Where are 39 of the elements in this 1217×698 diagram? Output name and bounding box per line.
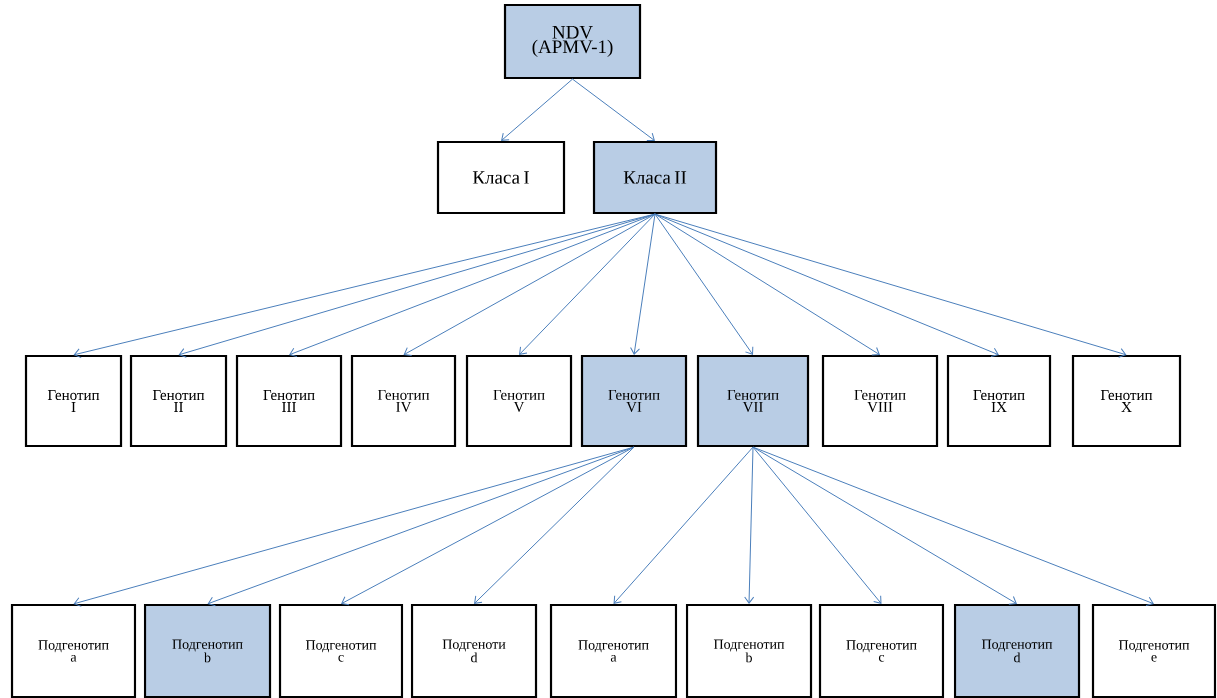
arrow — [613, 446, 754, 604]
arrow — [341, 446, 635, 606]
box: Подгенотип a — [10, 603, 137, 698]
box: Класа I — [436, 140, 566, 215]
highlighted-box: Подгенотип b — [143, 603, 272, 698]
arrow — [207, 446, 635, 607]
arrow — [572, 78, 655, 141]
arrow — [403, 213, 656, 356]
highlighted-box: Генотип VII — [696, 354, 810, 448]
box: Генотип IV — [350, 354, 457, 448]
highlighted-box: Подгенотип d — [953, 603, 1081, 698]
box: Генотип V — [465, 354, 573, 448]
box: Генотип IX — [946, 354, 1052, 448]
arrow — [501, 78, 573, 141]
arrow — [752, 446, 1017, 605]
box: Генотип II — [129, 354, 228, 448]
arrow — [752, 446, 882, 604]
arrow — [474, 446, 635, 604]
arrow — [744, 446, 755, 604]
box: Подгенотип b — [685, 603, 813, 698]
box: Генотип X — [1071, 354, 1182, 448]
highlighted-box: NDV (APMV-1) — [503, 3, 642, 80]
arrow — [289, 213, 656, 358]
box: Подгенотип a — [549, 603, 678, 698]
box: Подгенотип c — [818, 603, 945, 698]
box: Генотип III — [235, 354, 343, 448]
highlighted-box: Класа II — [592, 140, 718, 215]
arrow — [654, 213, 754, 355]
arrow — [654, 213, 1127, 358]
box: Генотип I — [24, 354, 123, 448]
box: Подгеноти d — [410, 603, 538, 698]
box: Генотип VIII — [821, 354, 939, 448]
box: Подгенотип c — [278, 603, 404, 698]
arrow — [752, 446, 1154, 607]
arrow — [654, 213, 880, 356]
arrow — [630, 213, 656, 355]
highlighted-box: Генотип VI — [580, 354, 688, 448]
box: Подгенотип e — [1091, 603, 1217, 698]
arrow — [519, 213, 656, 355]
